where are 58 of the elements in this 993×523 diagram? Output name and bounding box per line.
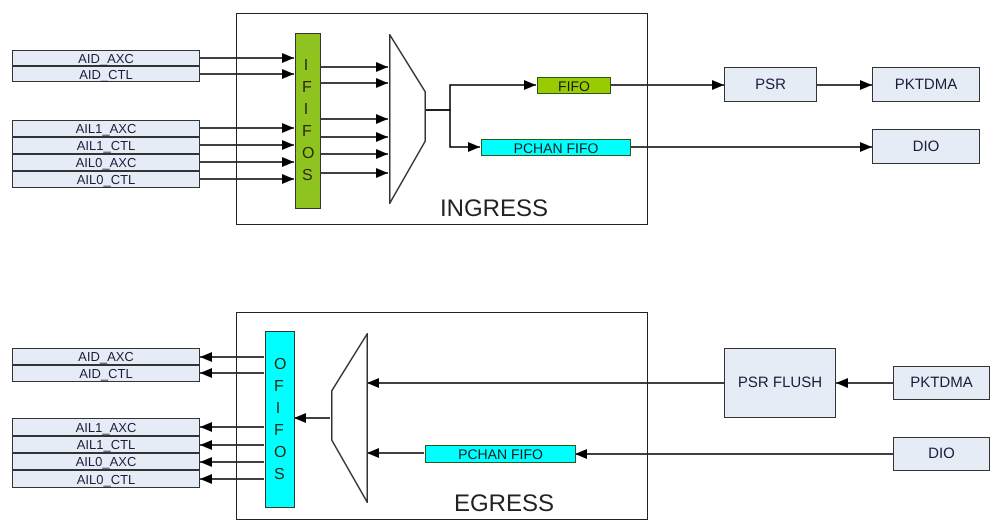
- arrow: [200, 174, 294, 184]
- arrow: [200, 140, 294, 150]
- interface-box: AIL0_CTL: [12, 470, 200, 488]
- fifo-box: FIFO: [537, 77, 611, 94]
- vertical-label: IFIFOS: [301, 56, 318, 186]
- arrow: [320, 78, 388, 88]
- interface-box: AID_CTL: [12, 66, 200, 82]
- arrow: [575, 449, 893, 459]
- interface-box: AID_AXC: [12, 50, 200, 66]
- arrow: [200, 422, 264, 432]
- arrow: [200, 440, 264, 450]
- arrow: [200, 157, 294, 167]
- process-box: PSR FLUSH: [724, 348, 836, 418]
- process-box: PKTDMA: [872, 67, 980, 102]
- arrow: [320, 168, 388, 178]
- fifo-box: PCHAN FIFO: [425, 445, 576, 463]
- process-box: DIO: [872, 129, 980, 164]
- arrow: [630, 142, 872, 152]
- interface-box: AIL0_AXC: [12, 154, 200, 171]
- process-box: PKTDMA: [893, 366, 990, 400]
- interface-box: AIL1_CTL: [12, 436, 200, 453]
- arrow: [200, 352, 264, 362]
- arrow: [425, 109, 480, 152]
- arrow: [817, 80, 872, 90]
- module-block: [236, 13, 648, 225]
- arrow: [320, 114, 388, 124]
- fifo-bar: [265, 331, 295, 508]
- interface-box: AIL1_AXC: [12, 120, 200, 137]
- arrow: [200, 123, 294, 133]
- process-box: PSR: [724, 67, 817, 102]
- interface-box: AID_AXC: [12, 348, 200, 365]
- arrow: [200, 69, 294, 79]
- arrow: [200, 53, 294, 63]
- arrow: [320, 149, 388, 159]
- arrow: [610, 80, 724, 90]
- vertical-label: OFIFOS: [273, 354, 290, 484]
- multiplexer-trapezoid: [331, 333, 368, 503]
- block-title: EGRESS: [454, 489, 554, 519]
- interface-box: AIL1_CTL: [12, 137, 200, 154]
- multiplexer-trapezoid: [389, 34, 426, 204]
- arrow: [367, 448, 424, 458]
- block-title: INGRESS: [440, 194, 548, 224]
- module-block: [236, 312, 648, 520]
- fifo-bar: [295, 33, 321, 209]
- process-box: DIO: [893, 437, 990, 471]
- arrow: [200, 368, 264, 378]
- arrow: [367, 378, 724, 388]
- interface-box: AIL1_AXC: [12, 418, 200, 436]
- interface-box: AIL0_CTL: [12, 171, 200, 188]
- arrow: [200, 457, 264, 467]
- fifo-box: PCHAN FIFO: [481, 139, 631, 156]
- arrow: [294, 413, 330, 423]
- arrow: [836, 378, 893, 388]
- interface-box: AIL0_AXC: [12, 453, 200, 470]
- arrow: [200, 474, 264, 484]
- arrow: [320, 62, 388, 72]
- arrow: [320, 132, 388, 142]
- interface-box: AID_CTL: [12, 365, 200, 382]
